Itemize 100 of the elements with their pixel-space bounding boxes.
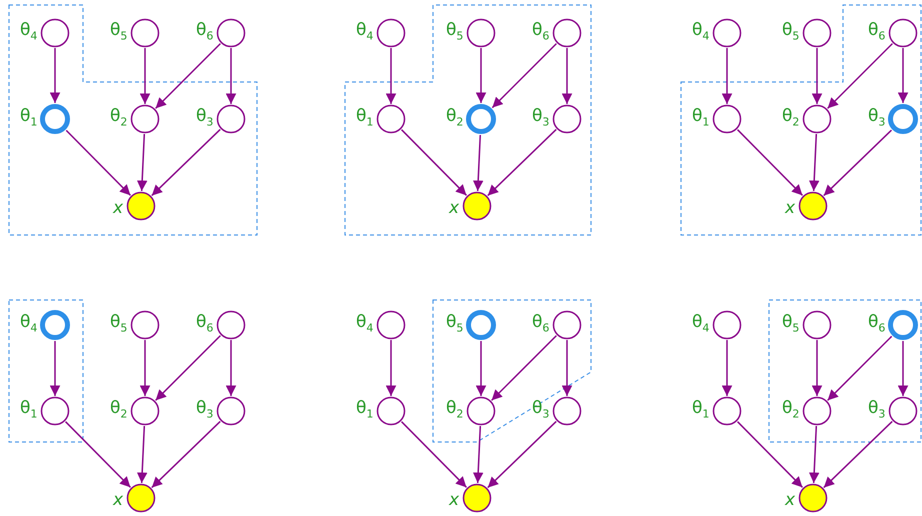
node-label: θ$_{5}$ — [782, 20, 800, 44]
node-label: θ$_{2}$ — [110, 398, 128, 422]
node-label: θ$_{1}$ — [20, 398, 38, 422]
variable-node — [376, 104, 406, 134]
node-label: x — [449, 198, 460, 218]
arrow — [226, 48, 236, 104]
observed-node — [798, 483, 828, 513]
node-label: θ$_{4}$ — [692, 312, 710, 336]
variable-node — [376, 18, 406, 48]
highlighted-node — [466, 104, 496, 134]
arrow — [155, 335, 221, 401]
arrow — [151, 420, 221, 488]
variable-node — [216, 104, 246, 134]
node-label: θ$_{5}$ — [110, 20, 128, 44]
node-label: θ$_{6}$ — [196, 20, 214, 44]
variable-node — [552, 104, 582, 134]
highlighted-node — [888, 104, 918, 134]
node-label: θ$_{3}$ — [196, 106, 214, 130]
arrow — [898, 48, 908, 103]
arrow — [823, 130, 892, 196]
highlighted-node — [466, 310, 496, 340]
arrow — [476, 48, 486, 103]
arrow — [808, 426, 820, 484]
arrow — [386, 340, 396, 396]
variable-node — [712, 104, 742, 134]
variable-node — [216, 18, 246, 48]
arrow — [50, 48, 60, 103]
variable-node — [376, 396, 406, 426]
observed-node — [462, 191, 492, 221]
arrow — [487, 128, 557, 196]
arrow — [136, 134, 148, 192]
node-label: θ$_{5}$ — [446, 312, 464, 336]
node-label: x — [113, 490, 124, 510]
observed-node — [126, 483, 156, 513]
node-label: θ$_{1}$ — [20, 106, 38, 130]
arrow — [472, 134, 484, 192]
node-label: θ$_{5}$ — [782, 312, 800, 336]
arrow — [812, 340, 822, 396]
arrow — [50, 341, 60, 396]
observed-node — [798, 191, 828, 221]
node-label: θ$_{1}$ — [692, 106, 710, 130]
variable-node — [888, 18, 918, 48]
variable-node — [888, 396, 918, 426]
variable-node — [712, 18, 742, 48]
node-label: θ$_{3}$ — [868, 398, 886, 422]
node-label: θ$_{2}$ — [446, 398, 464, 422]
node-label: θ$_{4}$ — [20, 312, 38, 336]
highlighted-node — [888, 310, 918, 340]
variable-node — [712, 310, 742, 340]
node-label: θ$_{1}$ — [356, 106, 374, 130]
node-label: θ$_{6}$ — [532, 20, 550, 44]
arrow — [492, 43, 557, 108]
arrow — [155, 43, 221, 109]
arrow — [487, 420, 557, 488]
highlighted-node — [40, 310, 70, 340]
node-label: θ$_{4}$ — [692, 20, 710, 44]
node-label: x — [785, 490, 796, 510]
variable-node — [216, 396, 246, 426]
variable-node — [130, 18, 160, 48]
node-label: θ$_{5}$ — [110, 312, 128, 336]
variable-node — [552, 18, 582, 48]
node-label: θ$_{3}$ — [196, 398, 214, 422]
node-label: θ$_{6}$ — [532, 312, 550, 336]
arrow — [140, 48, 150, 104]
variable-node — [802, 18, 832, 48]
arrow — [722, 48, 732, 104]
variable-node — [552, 310, 582, 340]
arrow — [476, 341, 486, 396]
arrow — [136, 426, 148, 484]
arrow — [386, 48, 396, 104]
variable-node — [466, 18, 496, 48]
arrow — [562, 48, 572, 104]
node-label: θ$_{6}$ — [868, 312, 886, 336]
node-label: θ$_{2}$ — [782, 398, 800, 422]
variable-node — [216, 310, 246, 340]
node-label: θ$_{1}$ — [692, 398, 710, 422]
arrow — [226, 340, 236, 396]
arrow — [491, 335, 557, 401]
arrow — [562, 340, 572, 396]
arrow — [65, 421, 131, 488]
arrow — [66, 130, 131, 196]
variable-node — [802, 310, 832, 340]
variable-node — [130, 396, 160, 426]
node-label: θ$_{4}$ — [20, 20, 38, 44]
node-label: θ$_{3}$ — [868, 106, 886, 130]
node-label: θ$_{4}$ — [356, 20, 374, 44]
arrow — [401, 421, 467, 488]
node-label: θ$_{4}$ — [356, 312, 374, 336]
arrow — [823, 420, 893, 488]
arrow — [827, 336, 892, 401]
arrow — [737, 421, 803, 488]
arrow — [808, 134, 820, 192]
arrow — [737, 129, 803, 196]
node-label: θ$_{6}$ — [868, 20, 886, 44]
node-label: θ$_{2}$ — [446, 106, 464, 130]
highlighted-node — [40, 104, 70, 134]
variable-node — [40, 18, 70, 48]
arrow — [827, 43, 893, 109]
variable-node — [130, 310, 160, 340]
node-label: θ$_{6}$ — [196, 312, 214, 336]
